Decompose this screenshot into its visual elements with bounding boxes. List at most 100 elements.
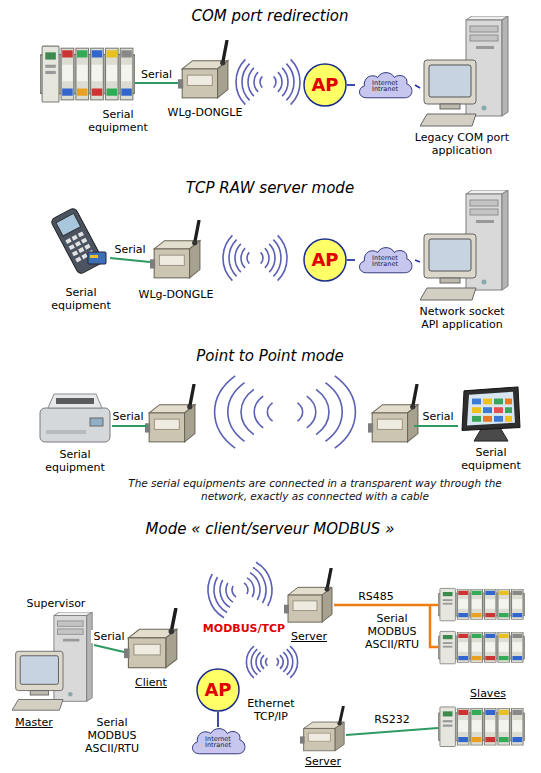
network-link [415,85,420,88]
cloud-outline [359,73,411,98]
serial-cable [414,425,458,427]
section-title: Point to Point mode [196,347,343,365]
connector-group [94,83,438,735]
wifi-dongle: Server [300,706,346,754]
device-caption: Server [291,630,327,643]
wifi-dongle [178,41,228,98]
device-caption: Server [305,755,341,768]
radio-waves [223,235,287,280]
plc-device [438,588,525,620]
plc-device [438,631,525,663]
printer-device [40,394,110,442]
handheld-terminal: Serial equipment [44,206,110,276]
device-caption: Legacy COM port application [415,131,509,157]
circle-outline [304,64,346,106]
wifi-dongle [368,385,418,442]
device-caption: WLg-DONGLE [168,106,243,119]
pos-terminal [462,387,520,441]
network-cloud: Internet Intranet [355,246,415,276]
caption-box: Client [126,676,176,689]
cable-label-box: RS232 [372,713,412,726]
wifi-dongle: WLg-DONGLE [178,40,230,102]
label-box: Ethernet TCP/IP [243,697,299,723]
caption-box: Slaves [458,687,518,700]
cable-label-box: Serial [139,68,174,81]
caption-box: Supervisor [11,597,101,610]
access-point-label: AP [311,251,338,269]
cable-label: Serial [422,410,453,423]
plc-device [438,707,525,747]
access-point-label: AP [311,76,338,94]
text-holder: Internet Intranet [355,246,415,276]
cable-label: Serial [141,68,172,81]
caption-box: Legacy COM port application [410,131,514,157]
wifi-dongle: Client [124,608,179,672]
bus-label: RS485 [358,590,394,603]
label-box: Serial [108,410,148,423]
network-cloud: Internet Intranet [355,71,415,101]
cable-label-box: Serial [91,630,126,643]
circle-outline [304,239,346,281]
cable-label-box: Serial [112,243,147,256]
serial-cable [94,645,124,652]
radio-waves [246,646,297,678]
device-caption: Serial equipment [88,108,148,134]
label-box: Mode « client/serveur MODBUS » [120,520,420,538]
text-holder: Internet Intranet [188,727,248,757]
network-label: Internet Intranet [200,736,236,749]
label-box: TCP RAW server mode [120,179,420,197]
plc-device [40,46,135,102]
network-label: Ethernet TCP/IP [247,697,294,723]
caption-box: WLg-DONGLE [133,288,219,301]
device-caption: Network socket API application [420,305,505,331]
computer [12,612,92,710]
caption-box: Serial equipment [39,448,111,474]
serial-cable [346,728,438,735]
wifi-dongle: WLg-DONGLE [150,220,202,282]
label-box: Serial MODBUS ASCII/RTU [358,612,426,651]
label-box: COM port redirection [120,7,420,25]
pos-terminal: Serial equipment [458,385,524,443]
caption-box: Serial equipment [456,446,526,472]
cable-label: RS232 [374,713,410,726]
caption-box: Server [298,755,348,768]
note-text: The serial equipments are connected in a… [128,477,502,502]
section-title: Mode « client/serveur MODBUS » [146,520,395,538]
caption-box: Serial equipment [82,108,154,134]
caption-box: WLg-DONGLE [162,106,248,119]
label-box: The serial equipments are connected in a… [120,477,510,503]
serial-cable [135,82,178,84]
radio-waves [236,59,300,104]
wifi-dongle [300,707,344,751]
computer: SupervisorMaster [12,612,94,712]
section-title: TCP RAW server mode [186,179,354,197]
network-link [347,84,355,86]
device-caption: Serial equipment [45,448,105,474]
label-box: RS485 [351,590,401,603]
radio-waves [203,560,277,620]
computer: Network socket API application [420,190,510,302]
wifi-dongle: Server [284,568,334,626]
label-box: Serial MODBUS ASCII/RTU [77,716,147,755]
caption-box: Server [284,630,334,643]
section-title: COM port redirection [192,7,349,25]
device-caption: Master [15,716,53,729]
wifi-dongle [150,221,200,278]
caption-box: Master [9,716,59,729]
label-box: Point to Point mode [120,347,420,365]
wifi-dongle [284,569,332,622]
network-link [415,260,420,262]
serial-cable [112,425,147,427]
device-caption: Serial equipment [51,286,111,312]
network-link [347,259,355,261]
caption-box: Serial equipment [45,286,117,312]
device-caption: Slaves [470,687,506,700]
label-box: Serial [418,410,458,423]
protocol-label: Serial MODBUS ASCII/RTU [85,716,139,755]
cable-label: Serial [93,630,124,643]
radio-waves [215,376,356,448]
network-label: Internet Intranet [367,255,403,268]
